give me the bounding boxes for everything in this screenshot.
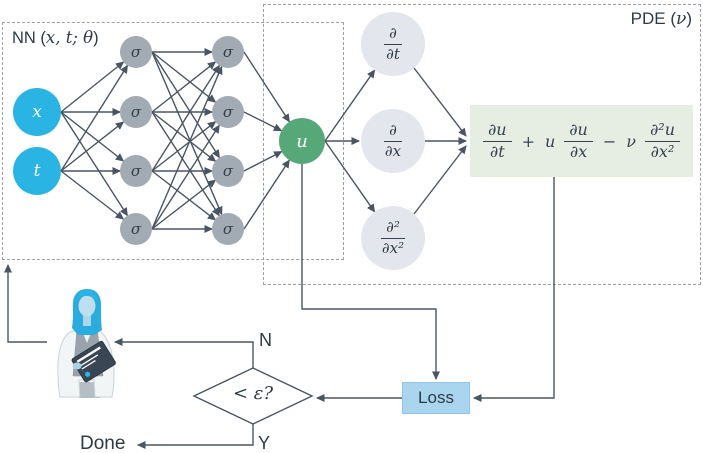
- plus-operator: +: [521, 131, 535, 151]
- edge-output-to-loss: [301, 164, 440, 380]
- pde-label-prefix: PDE (: [630, 9, 676, 28]
- ddx-denominator: ∂x: [384, 141, 402, 160]
- operator-node-ddt: ∂ ∂t: [361, 12, 425, 76]
- edge-decision-no: [114, 338, 254, 368]
- hidden-node: σ: [120, 155, 152, 187]
- pde-label-suffix: ): [686, 9, 692, 28]
- edge-decision-yes: [137, 424, 254, 449]
- term2-numerator: ∂u: [564, 120, 593, 142]
- edge-feedback-to-nn: [3, 264, 47, 343]
- ddx-numerator: ∂: [384, 122, 402, 142]
- output-node-u: u: [279, 118, 325, 164]
- equation-term2: ∂u ∂x: [564, 120, 593, 161]
- edge-equation-to-loss: [473, 177, 555, 402]
- term1-numerator: ∂u: [482, 120, 512, 142]
- hidden-node: σ: [212, 36, 244, 68]
- done-label: Done: [80, 433, 126, 453]
- term2-denominator: ∂x: [569, 141, 588, 161]
- pde-box-label: PDE (ν): [600, 9, 692, 29]
- edges-operators-to-equation: [413, 67, 467, 215]
- equation-term3: ∂²u ∂x²: [645, 120, 680, 161]
- scientist-neck: [83, 315, 91, 326]
- scientist-figure: [57, 289, 116, 398]
- nn-label-prefix: NN (: [12, 29, 46, 47]
- input-node-t: t: [13, 147, 61, 195]
- nn-label-suffix: ): [93, 29, 99, 47]
- ddt-numerator: ∂: [384, 25, 402, 45]
- hidden-node: σ: [120, 96, 152, 128]
- d2dx2-numerator: ∂²: [381, 219, 405, 239]
- edges-hidden1-to-hidden2: [151, 48, 223, 233]
- input-node-x: x: [13, 88, 61, 136]
- pde-equation-box: ∂u ∂t + u ∂u ∂x − ν ∂²u ∂x²: [470, 105, 693, 177]
- term1-denominator: ∂t: [489, 141, 505, 161]
- edges-hidden2-to-output: [243, 51, 290, 230]
- hidden-node: σ: [212, 213, 244, 245]
- branch-label-y: Y: [258, 433, 271, 453]
- term3-numerator: ∂²u: [645, 120, 680, 142]
- branch-label-n: N: [259, 330, 272, 350]
- hidden-node: σ: [120, 213, 152, 245]
- nn-label-vars: x, t; θ: [45, 28, 94, 47]
- hidden-node: σ: [120, 36, 152, 68]
- coefficient-nu: ν: [626, 131, 636, 151]
- edges-output-to-operators: [324, 69, 376, 213]
- hidden-node: σ: [212, 155, 244, 187]
- edges-input-to-hidden1: [60, 61, 129, 220]
- scientist-hand: [72, 362, 82, 370]
- decision-label: < ε?: [232, 383, 274, 404]
- equation-term1: ∂u ∂t: [482, 120, 512, 161]
- loss-box: Loss: [402, 382, 470, 414]
- ddt-denominator: ∂t: [386, 44, 400, 63]
- hidden-node: σ: [212, 96, 244, 128]
- scientist-fringe: [77, 290, 97, 302]
- ddt-fraction: ∂ ∂t: [384, 25, 402, 63]
- pde-label-param: ν: [675, 9, 687, 29]
- d2dx2-denominator: ∂x²: [381, 238, 405, 257]
- d2dx2-fraction: ∂² ∂x²: [381, 219, 405, 257]
- scientist-clipboard: [71, 340, 116, 383]
- ddx-fraction: ∂ ∂x: [384, 122, 402, 160]
- coefficient-u: u: [544, 131, 556, 151]
- term3-denominator: ∂x²: [650, 141, 675, 161]
- minus-operator: −: [602, 131, 617, 151]
- operator-node-d2dx2: ∂² ∂x²: [361, 206, 425, 270]
- operator-node-ddx: ∂ ∂x: [361, 109, 425, 173]
- scientist-face: [78, 295, 96, 317]
- pde-region-box: [263, 4, 701, 285]
- nn-box-label: NN (x, t; θ): [12, 28, 99, 48]
